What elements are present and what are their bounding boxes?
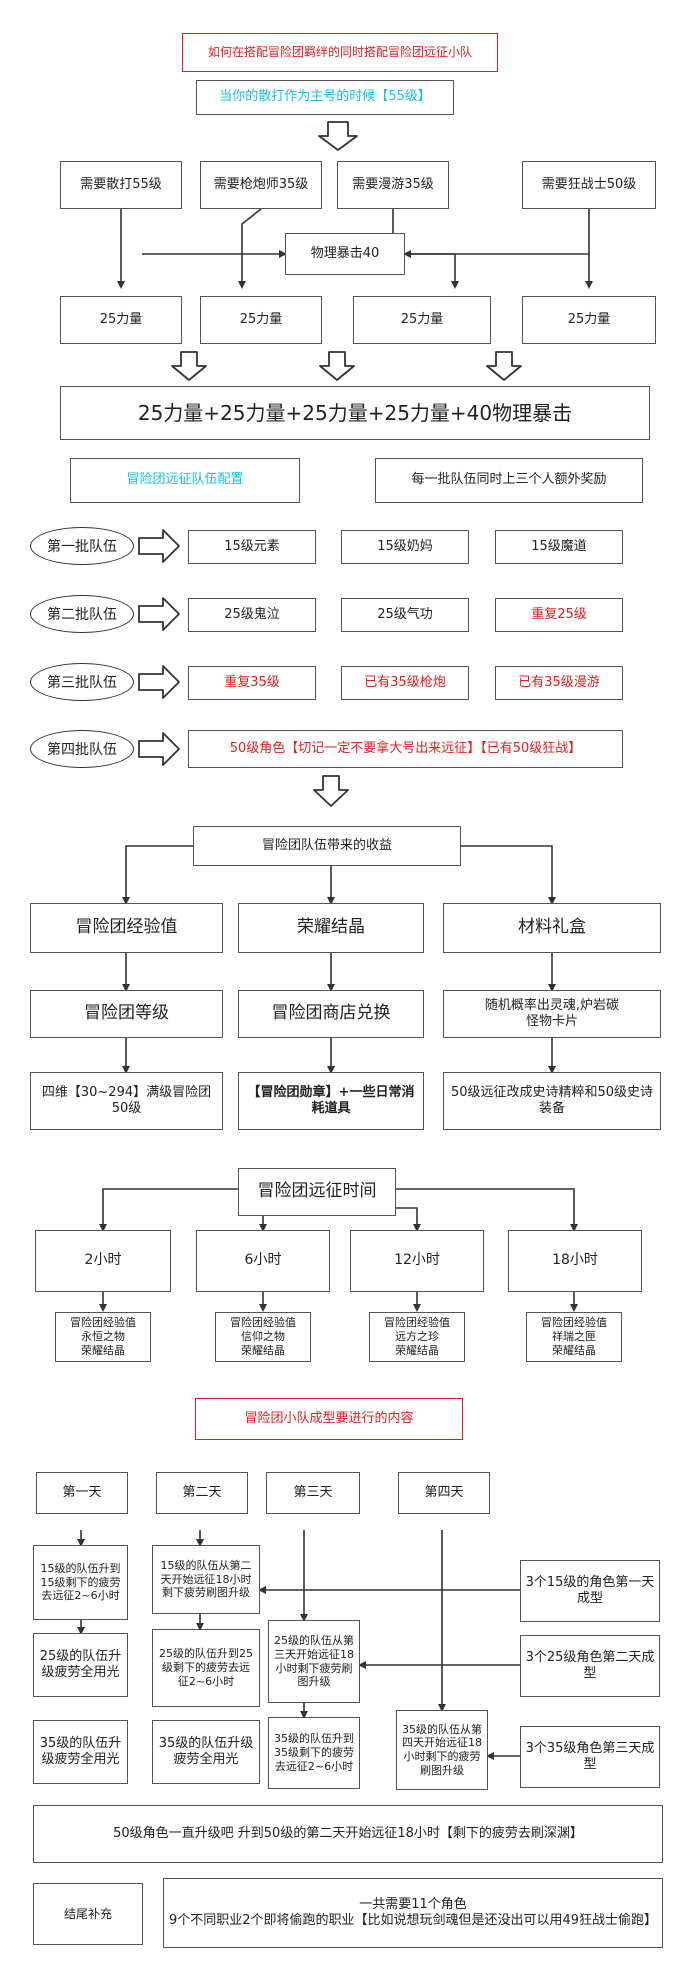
requirement-box-3: 需要漫游35级 [337,161,449,209]
final-note: 50级角色一直升级吧 升到50级的第二天开始远征18小时【剩下的疲劳去刷深渊】 [33,1805,663,1863]
day-box-1: 第一天 [36,1472,128,1514]
time-box-3: 12小时 [350,1230,484,1292]
big-down-arrow [486,351,522,381]
day2-step-2: 25级的队伍升到25级剩下的疲劳去远征2~6小时 [152,1629,260,1707]
page-title: 如何在搭配冒险团羁绊的同时搭配冒险团远征小队 [182,33,498,72]
crit-box: 物理暴击40 [285,233,405,275]
time-box-2: 6小时 [196,1230,330,1292]
day2-step-3: 35级的队伍升级疲劳全用光 [152,1720,260,1784]
strength-box-3: 25力量 [353,296,491,344]
day2-step-1: 15级的队伍从第二天开始远征18小时剩下疲劳刷图升级 [152,1545,260,1614]
section5-title: 冒险团小队成型要进行的内容 [195,1398,463,1440]
time-rewards-3: 冒险团经验值 远方之珍 荣耀结晶 [369,1312,465,1362]
day-box-4: 第四天 [398,1472,490,1514]
closing-text: 一共需要11个角色 9个不同职业2个即将偷跑的职业【比如说想玩剑魂但是还没出可以… [163,1878,663,1948]
batch-label-3: 第三批队伍 [30,663,134,701]
strength-box-1: 25力量 [60,296,182,344]
requirement-box-1: 需要散打55级 [60,161,182,209]
formed-box-2: 3个25级角色第二天成型 [520,1635,660,1697]
big-right-arrow [138,597,180,631]
batch2-item-1: 25级鬼泣 [188,598,316,632]
total-box: 25力量+25力量+25力量+25力量+40物理暴击 [60,386,650,440]
batch-label-4: 第四批队伍 [30,730,134,768]
big-down-arrow [313,775,349,807]
batch-label-2: 第二批队伍 [30,595,134,633]
section4-title: 冒险团远征时间 [238,1168,396,1216]
strength-box-4: 25力量 [522,296,656,344]
day1-step-1: 15级的队伍升到15级剩下的疲劳去远征2~6小时 [33,1545,128,1620]
section2-title: 冒险团远征队伍配置 [70,458,300,503]
benefit-mid-1: 冒险团等级 [30,990,223,1038]
strength-box-2: 25力量 [200,296,322,344]
day1-step-2: 25级的队伍升级疲劳全用光 [33,1633,128,1697]
section1-header: 当你的散打作为主号的时候【55级】 [196,80,454,115]
time-rewards-4: 冒险团经验值 祥瑞之匣 荣耀结晶 [526,1312,622,1362]
requirement-box-2: 需要枪炮师35级 [200,161,322,209]
benefit-head-3: 材料礼盒 [443,903,661,953]
batch2-item-3: 重复25级 [495,598,623,632]
big-right-arrow [138,732,180,766]
big-right-arrow [138,529,180,563]
formed-box-3: 3个35级角色第三天成型 [520,1726,660,1788]
batch3-item-3: 已有35级漫游 [495,666,623,700]
benefit-head-2: 荣耀结晶 [238,903,424,953]
big-down-arrow [171,351,207,381]
time-box-1: 2小时 [35,1230,171,1292]
batch3-item-1: 重复35级 [188,666,316,700]
day1-step-3: 35级的队伍升级疲劳全用光 [33,1720,128,1784]
benefit-mid-3: 随机概率出灵魂,炉岩碳 怪物卡片 [443,990,661,1038]
benefit-mid-2: 冒险团商店兑换 [238,990,424,1038]
benefit-bottom-1: 四维【30~294】满级冒险团50级 [30,1072,223,1130]
day3-step-1: 25级的队伍从第三天开始远征18小时剩下疲劳刷图升级 [268,1620,360,1703]
section3-title: 冒险团队伍带来的收益 [193,826,461,866]
day4-step-1: 35级的队伍从第四天开始远征18小时剩下的疲劳刷图升级 [396,1710,488,1790]
time-rewards-2: 冒险团经验值 信仰之物 荣耀结晶 [215,1312,311,1362]
time-rewards-1: 冒险团经验值 永恒之物 荣耀结晶 [55,1312,151,1362]
day-box-2: 第二天 [156,1472,248,1514]
big-down-arrow [319,351,355,381]
big-right-arrow [138,665,180,699]
batch4-item-1: 50级角色【切记一定不要拿大号出来远征】【已有50级狂战】 [188,730,623,768]
benefit-bottom-2: 【冒险团勋章】+一些日常消耗道具 [238,1072,424,1130]
day3-step-2: 35级的队伍升到35级剩下的疲劳去远征2~6小时 [268,1717,360,1789]
big-down-arrow [318,121,358,151]
formed-box-1: 3个15级的角色第一天成型 [520,1560,660,1622]
benefit-bottom-3: 50级远征改成史诗精粹和50级史诗装备 [443,1072,661,1130]
requirement-box-4: 需要狂战士50级 [522,161,656,209]
benefit-head-1: 冒险团经验值 [30,903,223,953]
day-box-3: 第三天 [266,1472,360,1514]
batch1-item-3: 15级魔道 [495,530,623,564]
batch1-item-1: 15级元素 [188,530,316,564]
batch-label-1: 第一批队伍 [30,527,134,565]
closing-label: 结尾补充 [33,1883,143,1945]
batch1-item-2: 15级奶妈 [341,530,469,564]
batch2-item-2: 25级气功 [341,598,469,632]
batch3-item-2: 已有35级枪炮 [341,666,469,700]
section2-note: 每一批队伍同时上三个人额外奖励 [375,458,643,503]
time-box-4: 18小时 [508,1230,642,1292]
